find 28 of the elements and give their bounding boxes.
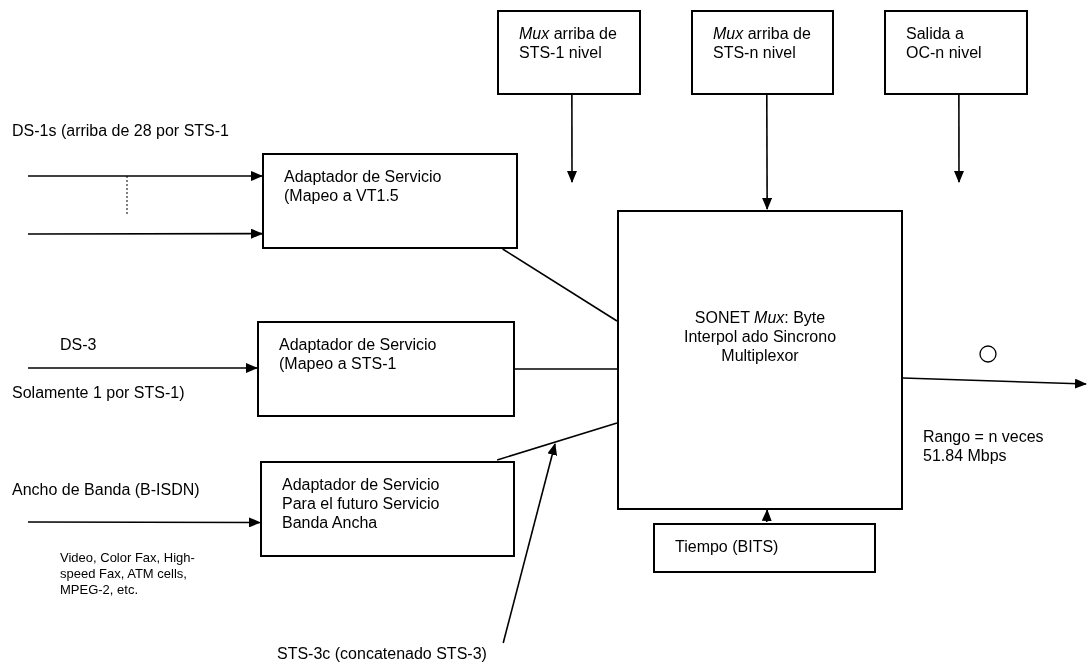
input-label: DS-1s (arriba de 28 por STS-1 [12, 121, 229, 140]
process-box: Mux arriba de STS-1 nivel [497, 10, 641, 95]
connector-line [514, 368, 618, 370]
process-box: Mux arriba de STS-n nivel [691, 10, 834, 95]
input-label: Ancho de Banda (B-ISDN) [12, 480, 200, 499]
process-box: Adaptador de Servicio Para el futuro Servicio Banda Ancha [260, 461, 515, 557]
arrow [567, 94, 577, 183]
arrow [27, 171, 263, 182]
arrow [27, 363, 258, 374]
input-label: DS-3 [60, 335, 97, 354]
arrow [761, 509, 772, 523]
note-text: Rango = n veces 51.84 Mbps [923, 427, 1045, 465]
multiplexer-box: SONET Mux: Byte Interpol ado Sincrono Multiplexor [617, 210, 903, 510]
input-label: Solamente 1 por STS-1) [12, 383, 185, 402]
connector-line [501, 248, 618, 322]
process-box: Adaptador de Servicio (Mapeo a STS-1 [257, 321, 515, 417]
process-box: Adaptador de Servicio (Mapeo a VT1.5 [262, 153, 518, 249]
arrow [502, 443, 558, 644]
callout-text: STS-3c (concatenado STS-3) [277, 644, 487, 663]
arrow [954, 94, 964, 183]
process-box: Tiempo (BITS) [653, 523, 876, 573]
note-text: Video, Color Fax, High-speed Fax, ATM cells, MPEG-2, etc. [60, 550, 196, 598]
arrow [27, 517, 261, 528]
connector-line [496, 422, 618, 461]
arrow [902, 377, 1087, 389]
arrow [27, 228, 263, 239]
process-box: Salida a OC-n nivel [884, 10, 1028, 95]
arrow [762, 94, 773, 210]
